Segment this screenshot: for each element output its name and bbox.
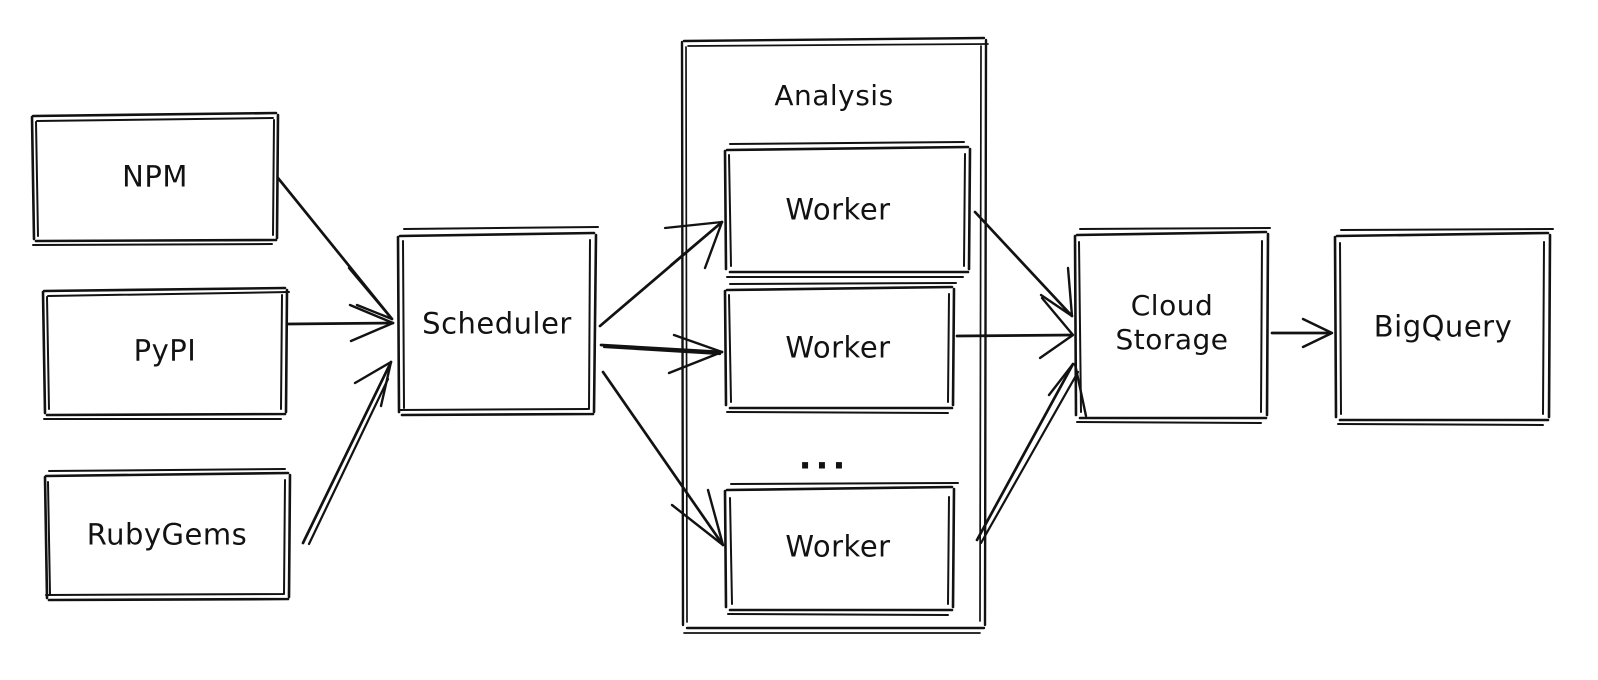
edge-scheduler-to-worker-1 — [598, 220, 724, 328]
edge-scheduler-to-worker-2 — [599, 333, 724, 375]
node-worker-1[interactable] — [723, 141, 972, 278]
edge-rubygems-to-scheduler — [301, 360, 393, 546]
group-analysis — [680, 36, 989, 634]
node-worker-2[interactable] — [723, 282, 957, 414]
edge-pypi-to-scheduler — [286, 303, 395, 343]
edge-worker-2-to-cloud-storage — [955, 296, 1075, 360]
edge-worker-1-to-cloud-storage — [973, 210, 1074, 318]
edge-cloud-storage-to-bigquery — [1270, 317, 1334, 349]
edge-scheduler-to-worker-3 — [601, 370, 725, 547]
node-bigquery[interactable] — [1333, 228, 1554, 426]
node-worker-3[interactable] — [723, 482, 959, 616]
node-cloud-storage[interactable] — [1073, 227, 1271, 424]
node-pypi[interactable] — [41, 286, 290, 420]
edge-worker-3-to-cloud-storage — [975, 362, 1088, 545]
edge-npm-to-scheduler — [276, 176, 394, 321]
node-rubygems[interactable] — [43, 468, 292, 602]
node-scheduler[interactable] — [396, 226, 599, 417]
node-npm[interactable] — [30, 111, 280, 246]
